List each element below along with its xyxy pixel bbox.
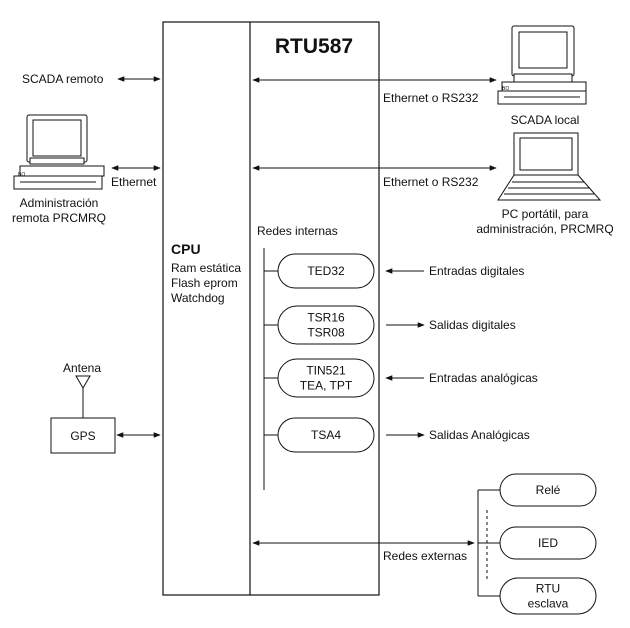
cpu-line-watchdog: Watchdog [171, 291, 225, 305]
module-pill-3 [277, 417, 375, 453]
module-0: TED32 Entradas digitales [264, 253, 524, 289]
device-2-text-0: RTU [536, 582, 560, 596]
device-1-text-0: IED [538, 536, 558, 550]
external-device-0: Relé [478, 473, 597, 507]
device-pill-0 [499, 473, 597, 507]
antenna-icon [75, 375, 91, 418]
laptop-link-label: Ethernet o RS232 [383, 175, 479, 189]
module-0-text-0: TED32 [307, 264, 345, 278]
cpu-heading: CPU [171, 241, 201, 257]
remote-admin-label-2: remota PRCMRQ [12, 211, 106, 225]
cpu-line-ram: Ram estática [171, 261, 241, 275]
device-2-text-1: esclava [528, 597, 569, 611]
module-1-text-1: TSR08 [307, 326, 345, 340]
module-io-label-3: Salidas Analógicas [429, 428, 530, 442]
module-1-text-0: TSR16 [307, 311, 345, 325]
module-pill-1 [277, 305, 375, 345]
gps-label: GPS [70, 429, 95, 443]
ethernet-left-label: Ethernet [111, 175, 157, 189]
module-io-label-0: Entradas digitales [429, 264, 524, 278]
cpu-block: CPU Ram estática Flash eprom Watchdog [171, 241, 241, 305]
laptop-icon [497, 132, 602, 201]
scada-remote-label: SCADA remoto [22, 72, 104, 86]
module-io-label-1: Salidas digitales [429, 318, 516, 332]
rtu-box [162, 21, 380, 596]
remote-admin-computer-icon: BO [13, 114, 105, 190]
laptop-label-1: PC portátil, para [502, 207, 589, 221]
internal-networks-label: Redes internas [257, 224, 338, 238]
scada-local-label: SCADA local [511, 113, 580, 127]
rtu-title: RTU587 [275, 35, 353, 58]
module-io-label-2: Entradas analógicas [429, 371, 538, 385]
module-2-text-0: TIN521 [306, 364, 346, 378]
device-pill-2 [499, 577, 597, 615]
external-device-1: IED [478, 526, 597, 560]
remote-admin-label-1: Administración [20, 196, 99, 210]
module-pill-0 [277, 253, 375, 289]
device-pill-1 [499, 526, 597, 560]
svg-text:BO: BO [18, 172, 25, 178]
laptop-label-2: administración, PRCMRQ [476, 222, 613, 236]
device-0-text-0: Relé [536, 483, 561, 497]
module-2-text-1: TEA, TPT [300, 379, 353, 393]
scada-local-link-label: Ethernet o RS232 [383, 91, 479, 105]
antenna-label: Antena [63, 361, 101, 375]
module-3-text-0: TSA4 [311, 428, 341, 442]
module-pill-2 [277, 358, 375, 398]
svg-text:BO: BO [502, 86, 509, 92]
cpu-line-flash: Flash eprom [171, 276, 238, 290]
scada-local-computer-icon: BO [497, 25, 587, 105]
external-networks-label: Redes externas [383, 549, 467, 563]
gps-box [50, 417, 116, 454]
module-3: TSA4 Salidas Analógicas [264, 417, 530, 453]
